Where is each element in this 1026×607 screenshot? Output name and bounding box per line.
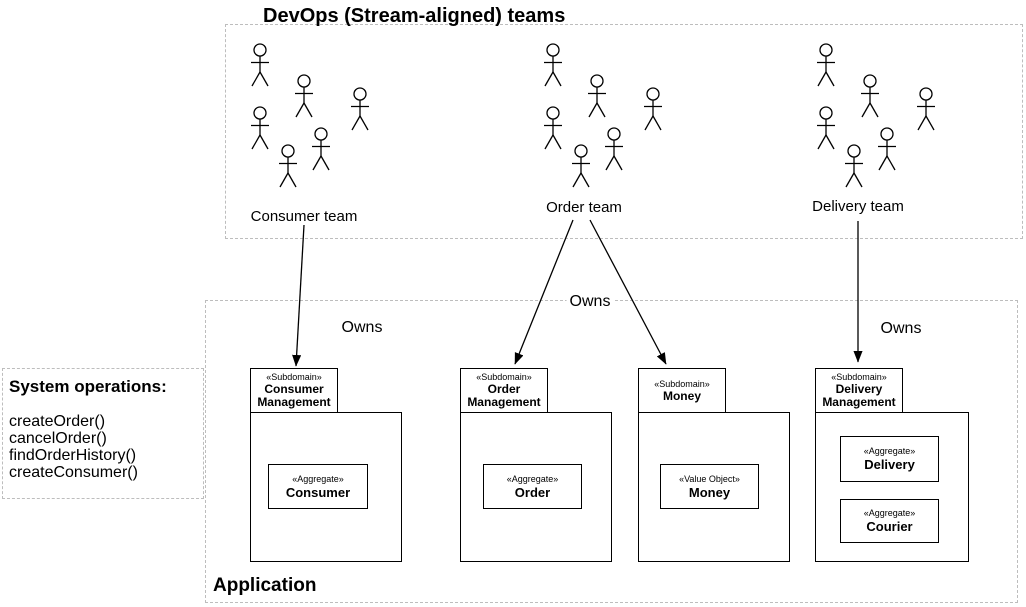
subdomain-order-management: «Subdomain» Order Management «Aggregate»… bbox=[460, 368, 613, 563]
aggregate-consumer: «Aggregate» Consumer bbox=[268, 464, 368, 509]
operation-cancel-order: cancelOrder() bbox=[9, 430, 107, 447]
value-object-money: «Value Object» Money bbox=[660, 464, 759, 509]
consumer-team-figures bbox=[250, 43, 370, 188]
application-label: Application bbox=[213, 575, 317, 596]
subdomain-stereotype: «Subdomain» bbox=[831, 372, 887, 382]
subdomain-name: Delivery Management bbox=[822, 382, 896, 409]
subdomain-money-tab: «Subdomain» Money bbox=[638, 368, 726, 413]
aggregate-stereotype: «Aggregate» bbox=[863, 508, 916, 518]
aggregate-name: Consumer bbox=[285, 484, 351, 500]
subdomain-delivery-management-tab: «Subdomain» Delivery Management bbox=[815, 368, 903, 413]
subdomain-stereotype: «Subdomain» bbox=[654, 378, 710, 389]
subdomain-stereotype: «Subdomain» bbox=[476, 372, 532, 382]
operation-find-order-history: findOrderHistory() bbox=[9, 447, 137, 464]
operation-create-consumer: createConsumer() bbox=[9, 464, 138, 481]
owns-label-delivery: Owns bbox=[877, 320, 925, 338]
operation-create-order: createOrder() bbox=[9, 413, 106, 430]
aggregate-stereotype: «Aggregate» bbox=[863, 446, 916, 456]
order-team-label: Order team bbox=[546, 199, 622, 216]
aggregate-name: Delivery bbox=[864, 457, 915, 472]
subdomain-money: «Subdomain» Money «Value Object» Money bbox=[638, 368, 791, 563]
subdomain-order-management-tab: «Subdomain» Order Management bbox=[460, 368, 548, 413]
delivery-team-label: Delivery team bbox=[812, 198, 904, 215]
value-object-stereotype: «Value Object» bbox=[679, 473, 740, 484]
system-operations-title: System operations: bbox=[9, 377, 167, 396]
subdomain-consumer-management-tab: «Subdomain» Consumer Management bbox=[250, 368, 338, 413]
aggregate-name: Order bbox=[514, 484, 551, 500]
owns-label-consumer: Owns bbox=[338, 319, 386, 337]
aggregate-name: Courier bbox=[866, 519, 913, 534]
aggregate-courier: «Aggregate» Courier bbox=[840, 499, 939, 543]
subdomain-name: Consumer Management bbox=[257, 382, 331, 409]
owns-label-order: Owns bbox=[566, 293, 614, 311]
aggregate-order: «Aggregate» Order bbox=[483, 464, 582, 509]
system-operations-panel: System operations: createOrder() cancelO… bbox=[2, 368, 204, 499]
aggregate-stereotype: «Aggregate» bbox=[292, 473, 344, 484]
consumer-team-label: Consumer team bbox=[250, 208, 358, 225]
subdomain-name: Money bbox=[662, 388, 701, 403]
order-team-figures bbox=[543, 43, 663, 188]
aggregate-delivery: «Aggregate» Delivery bbox=[840, 436, 939, 482]
delivery-team-figures bbox=[816, 43, 936, 188]
subdomain-stereotype: «Subdomain» bbox=[266, 372, 322, 382]
subdomain-consumer-management: «Subdomain» Consumer Management «Aggrega… bbox=[250, 368, 403, 563]
aggregate-stereotype: «Aggregate» bbox=[506, 473, 559, 484]
subdomain-name: Order Management bbox=[467, 382, 541, 409]
diagram-title: DevOps (Stream-aligned) teams bbox=[263, 5, 566, 27]
subdomain-delivery-management: «Subdomain» Delivery Management «Aggrega… bbox=[815, 368, 969, 563]
value-object-name: Money bbox=[688, 484, 731, 500]
